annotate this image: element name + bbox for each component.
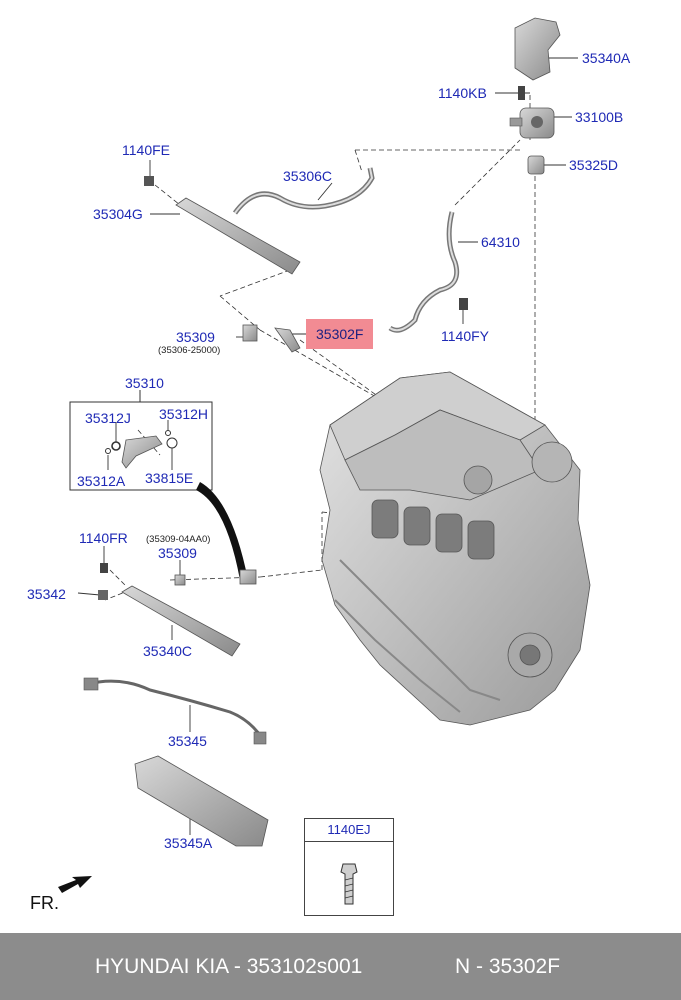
- sublabel-35309-upper: (35306-25000): [158, 345, 221, 356]
- footer-bar: HYUNDAI KIA - 353102s001 N - 35302F: [0, 933, 681, 1000]
- label-35342: 35342: [27, 586, 66, 602]
- label-leaders: [77, 57, 578, 835]
- part-64310: [388, 211, 460, 333]
- label-35309-upper: 35309: [176, 329, 215, 345]
- label-35306C: 35306C: [283, 168, 333, 184]
- part-35340A: [514, 17, 561, 81]
- label-35345: 35345: [168, 733, 207, 749]
- sublabel-35309-lower: (35309-04AA0): [146, 534, 211, 545]
- label-35312J: 35312J: [85, 410, 131, 426]
- label-1140FE: 1140FE: [122, 142, 170, 158]
- label-33815E: 33815E: [145, 470, 194, 486]
- label-64310: 64310: [481, 234, 520, 250]
- kit-arrow: [196, 482, 248, 580]
- part-35304G: [175, 197, 301, 275]
- label-35345A: 35345A: [164, 835, 213, 851]
- label-35340C: 35340C: [143, 643, 193, 659]
- diagram-artwork: [58, 17, 591, 893]
- injector-kit-bracket: [69, 401, 213, 491]
- engine-block-drawing: [319, 371, 591, 726]
- part-33100B: [509, 107, 555, 139]
- label-35312H: 35312H: [159, 406, 209, 422]
- part-injector: [121, 435, 163, 469]
- part-35340C: [121, 585, 241, 657]
- part-35345A: [134, 755, 269, 847]
- label-1140FR: 1140FR: [79, 530, 128, 546]
- label-35325D: 35325D: [569, 157, 619, 173]
- label-1140FY: 1140FY: [441, 328, 489, 344]
- bolt-callout-box: 1140EJ: [304, 818, 394, 916]
- footer-reference: N - 35302F: [455, 955, 561, 978]
- front-marker: FR.: [30, 893, 59, 913]
- label-33100B: 33100B: [575, 109, 624, 125]
- label-35304G: 35304G: [93, 206, 143, 222]
- part-35302F: [274, 327, 301, 353]
- label-35340A: 35340A: [582, 50, 631, 66]
- label-35302F-highlighted[interactable]: 35302F: [306, 319, 374, 349]
- part-35309-upper: [242, 324, 258, 342]
- front-arrow-icon: [58, 876, 92, 893]
- part-35325D: [527, 155, 545, 175]
- label-1140EJ: 1140EJ: [305, 819, 393, 842]
- footer-part-number: HYUNDAI KIA - 353102s001: [95, 955, 363, 978]
- label-35312A: 35312A: [77, 473, 126, 489]
- part-35309-lower: [174, 574, 186, 586]
- label-1140KB: 1140KB: [438, 85, 487, 101]
- label-35309-lower: 35309: [158, 545, 197, 561]
- label-35310: 35310: [125, 375, 164, 391]
- part-35345: [87, 679, 264, 739]
- bolt-icon: [340, 863, 358, 905]
